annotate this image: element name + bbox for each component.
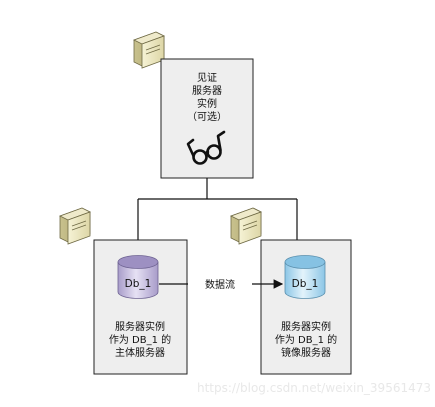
witness-label-line-4: （可选） bbox=[187, 110, 227, 123]
principal-box: Db_1 服务器实例 作为 DB_1 的 主体服务器 bbox=[93, 239, 188, 375]
witness-box: 见证 服务器 实例 （可选） bbox=[160, 58, 254, 179]
principal-database-icon: Db_1 bbox=[117, 255, 159, 299]
mirror-database-name: Db_1 bbox=[292, 278, 319, 290]
glasses-icon bbox=[186, 130, 226, 165]
mirror-label-line-3: 镜像服务器 bbox=[281, 346, 331, 359]
witness-connector bbox=[137, 178, 298, 240]
mirror-database-icon: Db_1 bbox=[284, 255, 326, 299]
mirror-label-line-2: 作为 DB_1 的 bbox=[275, 333, 337, 346]
witness-label-line-1: 见证 bbox=[197, 72, 217, 84]
witness-label-line-3: 实例 bbox=[197, 97, 217, 110]
principal-server-icon bbox=[58, 207, 92, 245]
principal-label-line-1: 服务器实例 bbox=[115, 320, 165, 333]
principal-label-line-3: 主体服务器 bbox=[115, 346, 165, 359]
witness-label-line-2: 服务器 bbox=[192, 84, 222, 97]
mirror-box: Db_1 服务器实例 作为 DB_1 的 镜像服务器 bbox=[260, 239, 352, 375]
principal-database-name: Db_1 bbox=[125, 278, 152, 290]
mirror-label-line-1: 服务器实例 bbox=[281, 320, 331, 333]
data-flow-label: 数据流 bbox=[205, 278, 235, 291]
data-flow-arrow: 数据流 bbox=[159, 278, 284, 291]
principal-label-line-2: 作为 DB_1 的 bbox=[109, 333, 171, 346]
watermark: https://blog.csdn.net/weixin_39561473 bbox=[197, 381, 431, 395]
witness-server-icon bbox=[132, 31, 166, 69]
mirror-server-icon bbox=[229, 207, 263, 245]
